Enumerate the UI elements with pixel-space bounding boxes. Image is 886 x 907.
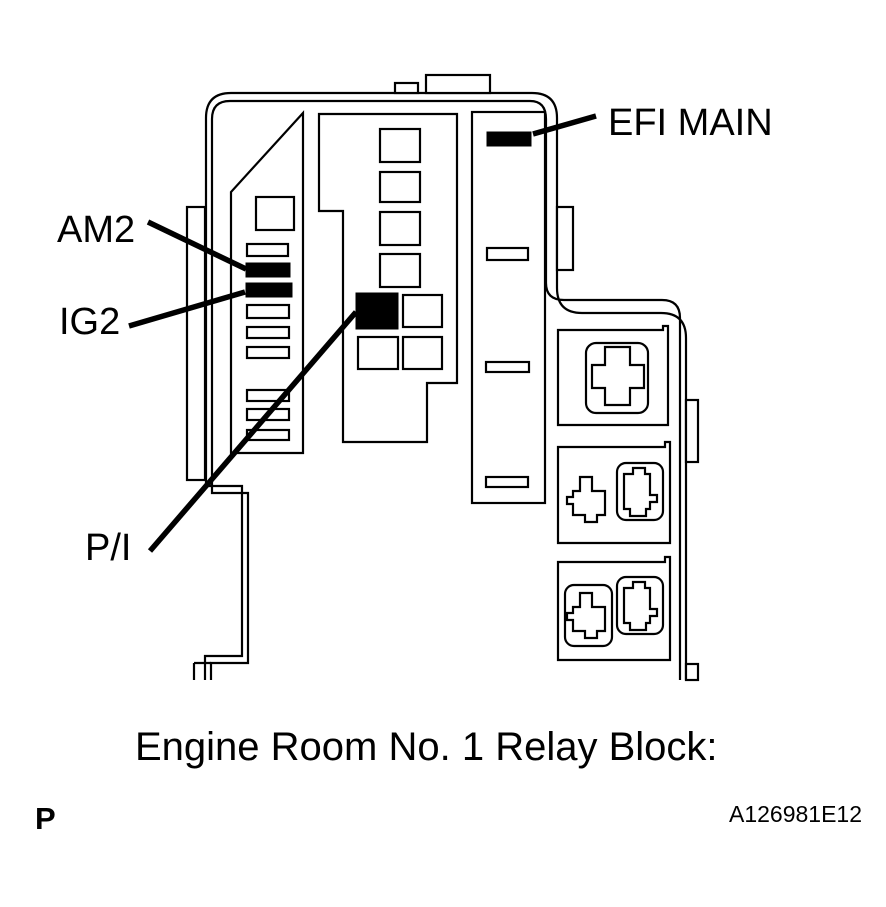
middle-fuse-panel: [317, 112, 459, 444]
left-fuse-panel: [229, 110, 305, 455]
t-plug-relay-icon: [622, 466, 659, 518]
figure-caption: Engine Room No. 1 Relay Block:: [135, 725, 718, 769]
right-tab-middle: [684, 398, 700, 464]
right-column-outline: [470, 110, 547, 505]
label-ig2: IG2: [59, 301, 121, 343]
label-pi: P/I: [85, 527, 132, 569]
leader-efi-main: [532, 113, 597, 137]
cross-relay-icon: [590, 345, 646, 407]
t-plug-relay-icon: [622, 580, 659, 632]
left-panel-square: [254, 195, 296, 232]
block-outline-outer: [203, 91, 688, 680]
fuse-efi-main: [486, 131, 532, 147]
page-letter: P: [35, 801, 56, 836]
label-efi-main: EFI MAIN: [608, 102, 773, 144]
fuse-slot: [484, 475, 530, 489]
fuse-ig2: [245, 282, 293, 298]
fuse-slot: [245, 345, 291, 360]
leader-lines: [128, 113, 597, 553]
plug-relay-icon: [565, 591, 607, 640]
mounting-tabs: [185, 73, 700, 682]
leader-pi: [147, 310, 359, 553]
bottom-left-stub: [192, 661, 211, 680]
fuse-pi: [355, 292, 399, 330]
fuse-slot: [245, 303, 291, 320]
label-am2: AM2: [57, 209, 136, 251]
fuse-am2: [245, 262, 291, 278]
fuse-slot: [245, 242, 290, 258]
fuse-slot: [378, 127, 422, 164]
plug-relay-icon: [565, 475, 607, 524]
figure-code: A126981E12: [729, 801, 863, 827]
top-tab-small: [393, 81, 420, 95]
left-side-rail: [185, 205, 207, 482]
fuse-slot: [401, 293, 444, 329]
fuse-slot: [401, 335, 444, 371]
fuse-slot: [378, 210, 422, 247]
leader-am2: [146, 219, 248, 272]
right-tab-upper: [555, 205, 575, 272]
relay-sockets: [556, 324, 672, 662]
fuse-slot: [245, 325, 291, 340]
leader-ig2: [128, 289, 246, 329]
right-tab-lower: [684, 662, 700, 682]
fuse-slot: [378, 252, 422, 289]
right-fuse-column: [470, 110, 547, 505]
fuse-slot: [356, 335, 400, 371]
fuse-slot: [485, 246, 530, 262]
top-tab-large: [424, 73, 492, 95]
fuse-slot: [245, 388, 291, 403]
fuse-slot: [484, 360, 531, 374]
fuse-slot: [378, 170, 422, 204]
